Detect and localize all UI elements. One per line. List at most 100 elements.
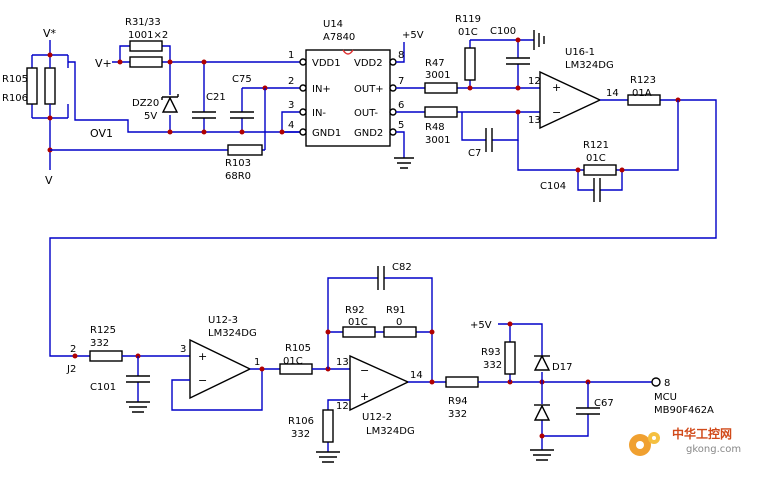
ov1-label: OV1	[90, 127, 113, 140]
u12-2-pin-12: 12	[336, 401, 349, 412]
r119-label: R119	[455, 14, 481, 25]
v-star-label: V*	[43, 27, 57, 40]
u16-type: LM324DG	[565, 60, 614, 71]
r48-label: R48	[425, 122, 445, 133]
u16-pin-13: 13	[528, 115, 541, 126]
mcu-pin-8-terminal	[651, 377, 661, 387]
r92-resistor	[342, 326, 376, 338]
vdd2-label: VDD2	[354, 58, 383, 69]
u16-feedback-net	[517, 100, 679, 191]
ov1-net	[68, 61, 300, 133]
u14-type: A7840	[323, 32, 355, 43]
pin-3-label: 3	[288, 100, 294, 111]
r48-value: 3001	[425, 135, 450, 146]
r106b-resistor	[322, 409, 334, 443]
dz20-label: DZ20	[132, 98, 159, 109]
r48-resistor	[424, 106, 458, 118]
u12-3-minus-sign: −	[198, 374, 207, 387]
mcu-type: MB90F462A	[654, 405, 714, 416]
r121-value: 01C	[586, 153, 606, 164]
u12-2-label: U12-2	[362, 412, 392, 423]
c100-capacitor	[506, 30, 545, 88]
c21-label: C21	[206, 92, 226, 103]
r94-value: 332	[448, 409, 467, 420]
v-label: V	[45, 174, 53, 187]
c75-label: C75	[232, 74, 252, 85]
r123-label: R123	[630, 75, 656, 86]
r91-value: 0	[396, 317, 402, 328]
mcu-label: MCU	[654, 392, 677, 403]
r105-resistor	[26, 67, 38, 105]
u16-opamp	[539, 70, 628, 130]
pin-4-label: 4	[288, 120, 294, 131]
c100-label: C100	[490, 26, 516, 37]
r94-label: R94	[448, 396, 468, 407]
r103-value: 68R0	[225, 171, 251, 182]
c7-label: C7	[468, 148, 481, 159]
r105b-label: R105	[285, 343, 311, 354]
r91-resistor	[383, 326, 417, 338]
r123-output-net	[49, 99, 717, 357]
r47-label: R47	[425, 58, 445, 69]
r93-net	[498, 323, 543, 382]
pin-8-label: 8	[398, 50, 404, 61]
in-minus-net	[262, 88, 300, 151]
r125-resistor	[89, 350, 123, 362]
r47-value: 3001	[425, 70, 450, 81]
r106-label: R106	[2, 93, 28, 104]
u12-3-pin-1: 1	[254, 357, 260, 368]
mcu-pin-8-label: 8	[664, 378, 670, 389]
u12-2-pin-14: 14	[410, 370, 423, 381]
r103-label: R103	[225, 158, 251, 169]
u14-optocoupler-chip	[299, 49, 397, 147]
r93-label: R93	[481, 347, 501, 358]
c67-label: C67	[594, 398, 614, 409]
gnd1-label: GND1	[312, 128, 341, 139]
d17-label: D17	[552, 362, 572, 373]
u12-3-opamp	[171, 338, 280, 411]
j2-label: J2	[66, 364, 76, 375]
plus5v-label-a: +5V	[402, 30, 424, 41]
r106-resistor	[44, 67, 56, 105]
r119-value: 01C	[458, 27, 478, 38]
out-plus-label: OUT+	[354, 84, 384, 95]
d17-diode-upper	[533, 352, 551, 382]
r31-label: R31/33	[125, 17, 161, 28]
r91-label: R91	[386, 305, 406, 316]
u12-2-pin-13: 13	[336, 357, 349, 368]
pin-2-label: 2	[288, 76, 294, 87]
c101-label: C101	[90, 382, 116, 393]
vdd1-label: VDD1	[312, 58, 341, 69]
c104-capacitor	[593, 178, 601, 202]
vdd2-net	[396, 42, 405, 63]
r92-label: R92	[345, 305, 365, 316]
c75-capacitor	[230, 87, 300, 132]
in-minus-label: IN-	[312, 108, 326, 119]
u12-2-plus-sign: +	[360, 390, 369, 403]
u16-pin-12: 12	[528, 76, 541, 87]
gnd2-ground	[394, 131, 414, 169]
c82-label: C82	[392, 262, 412, 273]
u12-2-opamp	[349, 354, 446, 412]
dz20-value: 5V	[144, 111, 157, 122]
r93-value: 332	[483, 360, 502, 371]
d17-diode-lower	[533, 382, 551, 450]
r106b-value: 332	[291, 429, 310, 440]
r92-value: 01C	[348, 317, 368, 328]
u12-3-pin-3: 3	[180, 344, 186, 355]
gear-icon	[629, 432, 660, 456]
c101-capacitor	[126, 356, 150, 413]
r121-label: R121	[583, 140, 609, 151]
pin-5-label: 5	[398, 120, 404, 131]
r123-value: 01A	[632, 88, 652, 99]
r47-resistor	[424, 82, 458, 94]
r105-label: R105	[2, 74, 28, 85]
r121-resistor	[583, 164, 617, 176]
r105b-value: 01C	[283, 356, 303, 367]
r93-resistor	[504, 341, 516, 375]
u16-minus-sign: −	[552, 106, 561, 119]
u14-label: U14	[323, 19, 343, 30]
bottom-ground	[530, 449, 554, 461]
